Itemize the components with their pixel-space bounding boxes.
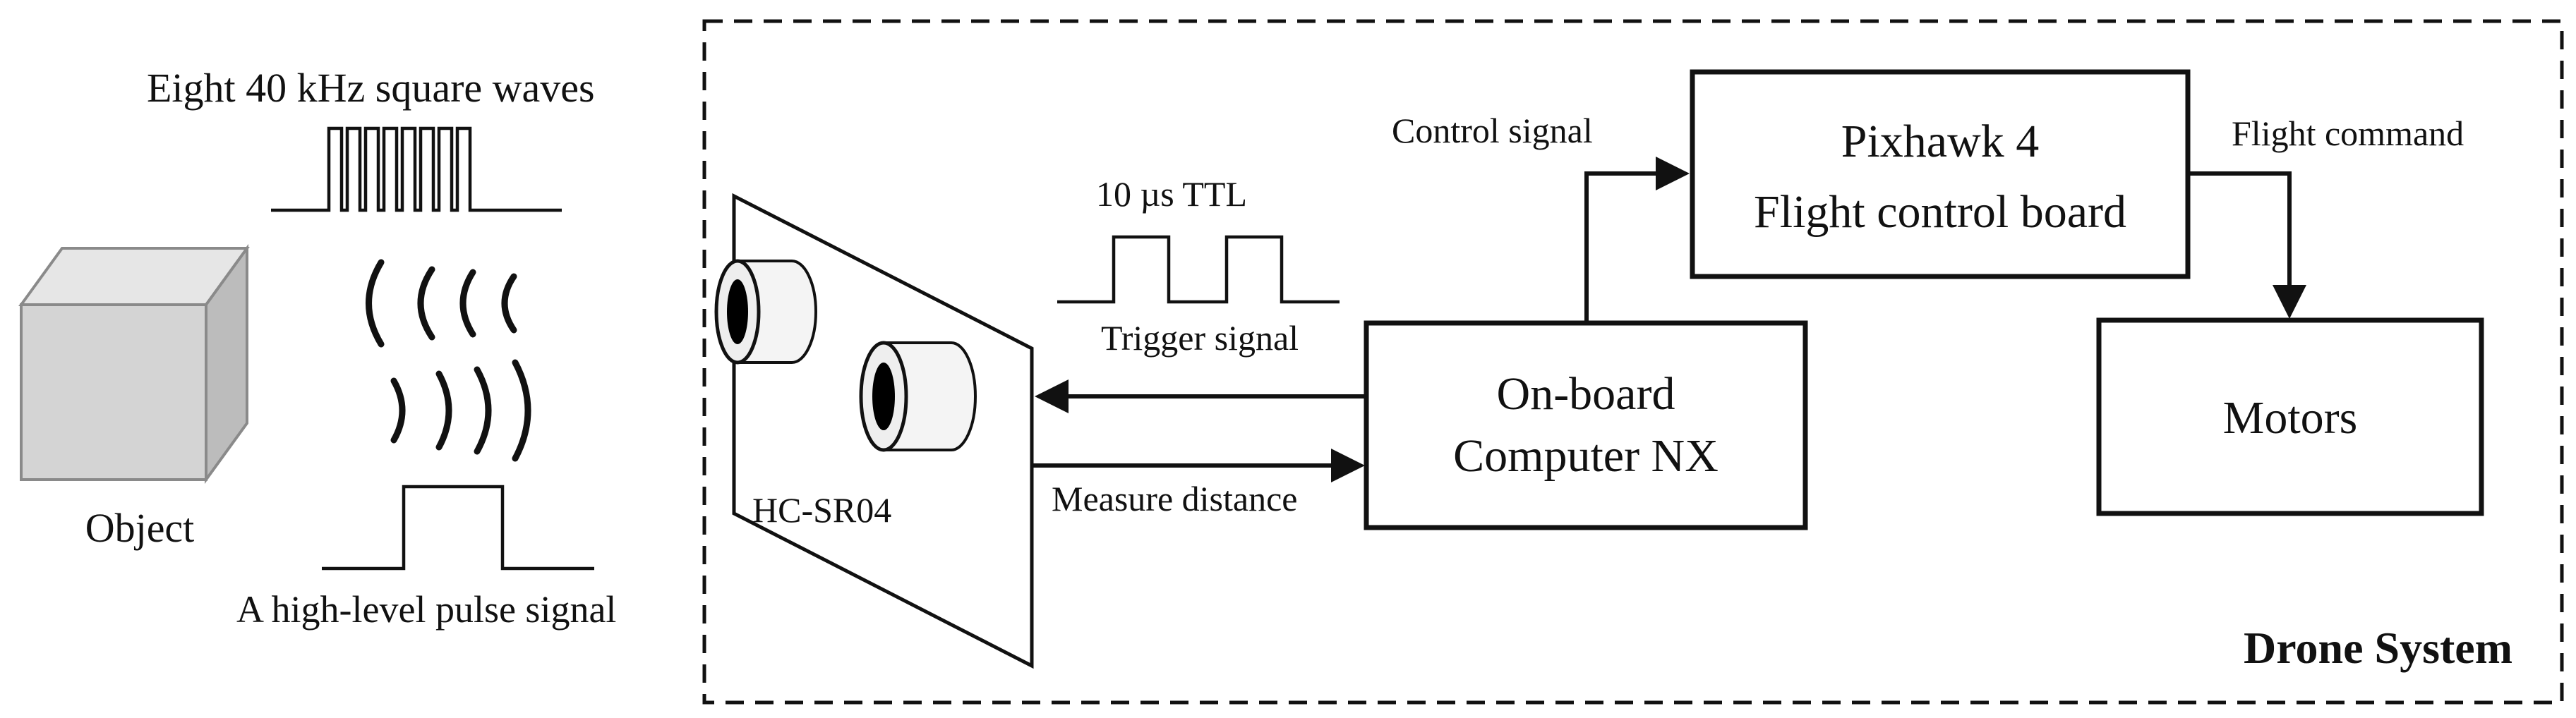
- transducer-2: [859, 341, 977, 452]
- hc-sr04-sensor: [714, 193, 1034, 669]
- measure-distance-label: Measure distance: [1052, 479, 1297, 518]
- flight-command-arrow: [2188, 171, 2306, 319]
- sensor-label: HC-SR04: [752, 490, 891, 530]
- object-cube: [18, 243, 250, 485]
- computer-line-1: On-board: [1497, 368, 1675, 420]
- pixhawk-line-1: Pixhawk 4: [1841, 116, 2040, 167]
- returning-arc-2: [435, 370, 452, 451]
- outgoing-arc-3: [459, 269, 476, 338]
- motors-label: Motors: [2223, 392, 2358, 444]
- square-waves-label: Eight 40 kHz square waves: [147, 65, 595, 111]
- pixhawk-line-2: Flight control board: [1754, 186, 2126, 238]
- ultrasonic-wave-arcs-returning: [390, 359, 531, 462]
- ttl-pulse-wave: [1057, 235, 1340, 304]
- ttl-label: 10 µs TTL: [1096, 174, 1247, 214]
- transducer-2-body: [882, 341, 977, 451]
- square-wave-burst: [271, 126, 562, 212]
- flight-command-label: Flight command: [2232, 114, 2464, 153]
- cube-front-face: [20, 303, 207, 481]
- computer-line-2: Computer NX: [1453, 430, 1719, 482]
- returning-arc-4: [512, 359, 531, 462]
- pixhawk-block: [1690, 69, 2191, 279]
- pulse-label: A high-level pulse signal: [236, 588, 616, 631]
- outgoing-arc-2: [417, 266, 435, 341]
- control-signal-arrow: [1584, 157, 1690, 323]
- trigger-signal-label: Trigger signal: [1101, 318, 1299, 358]
- motors-block: [2096, 317, 2484, 516]
- drone-system-boundary: [702, 19, 2564, 705]
- outgoing-arc-4: [501, 273, 517, 334]
- object-label: Object: [85, 505, 195, 551]
- transducer-1: [714, 259, 817, 365]
- transducer-1-core: [727, 279, 748, 344]
- returning-arc-1: [390, 377, 406, 444]
- drone-system-label: Drone System: [2244, 623, 2512, 673]
- ultrasonic-wave-arcs-outgoing: [366, 259, 517, 348]
- returning-arc-3: [474, 366, 492, 455]
- control-signal-label: Control signal: [1392, 111, 1593, 150]
- outgoing-arc-1: [366, 259, 385, 348]
- transducer-2-core: [872, 363, 895, 430]
- high-level-pulse: [322, 485, 594, 571]
- onboard-computer-block: [1364, 320, 1808, 530]
